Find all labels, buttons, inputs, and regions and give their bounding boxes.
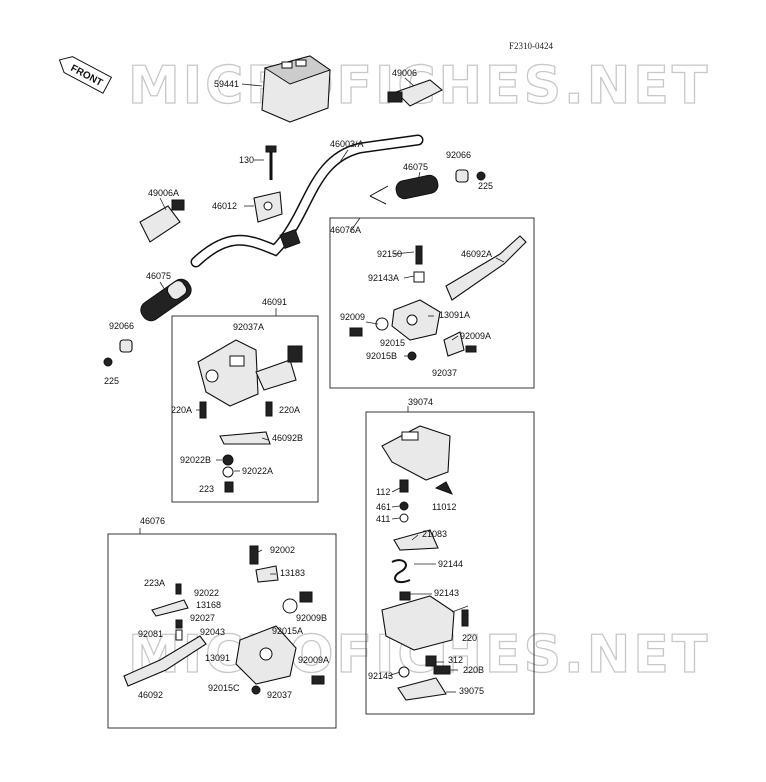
label-92002: 92002 (270, 545, 295, 555)
lever-46092a-part (445, 235, 527, 301)
label-92015-r: 92015 (380, 338, 405, 348)
label-13168: 13168 (196, 600, 221, 610)
label-46075-left: 46075 (146, 271, 171, 281)
label-59441: 59441 (214, 79, 239, 89)
screws-220a-part (199, 401, 273, 419)
end-weight-left-part (103, 339, 133, 367)
label-13091a: 13091A (439, 310, 470, 320)
label-223a: 223A (144, 578, 165, 588)
grip-46075-left-part (140, 278, 192, 322)
label-223: 223 (199, 484, 214, 494)
label-39074: 39074 (408, 397, 433, 407)
label-92037-bottom: 92037 (267, 690, 292, 700)
label-92144: 92144 (438, 559, 463, 569)
label-92066-left: 92066 (109, 321, 134, 331)
label-21083: 21083 (422, 529, 447, 539)
bracket-13091-part (235, 545, 325, 695)
label-220b: 220B (463, 665, 484, 675)
label-46012: 46012 (212, 201, 237, 211)
lever-46092-part (123, 635, 207, 687)
throttle-small-parts (391, 479, 454, 601)
switch-housing-part (197, 339, 303, 407)
label-92022b: 92022B (180, 455, 211, 465)
throttle-housing-part (381, 595, 469, 701)
label-92081: 92081 (138, 629, 163, 639)
label-13183: 13183 (280, 568, 305, 578)
label-11012: 11012 (432, 502, 456, 512)
grip-46075-right-part (369, 174, 439, 205)
label-49006: 49006 (392, 68, 417, 78)
drawing-code: F2310-0424 (509, 41, 554, 51)
label-92027: 92027 (190, 613, 215, 623)
label-46075-top: 46075 (403, 162, 428, 172)
box-46076 (107, 533, 337, 729)
label-461: 461 (376, 502, 391, 512)
switch-cover-part (261, 55, 332, 123)
label-46091: 46091 (262, 297, 287, 307)
label-92009a-bottom: 92009A (298, 655, 329, 665)
end-weight-top-part (455, 169, 486, 183)
label-46092b: 46092B (272, 433, 303, 443)
label-92037-r: 92037 (432, 368, 457, 378)
label-92066-top: 92066 (446, 150, 471, 160)
label-92022: 92022 (194, 588, 219, 598)
washers-92009-part (349, 317, 477, 361)
box-46091 (171, 315, 319, 503)
label-220a-right: 220A (279, 405, 300, 415)
label-46003a: 46003/A (330, 139, 364, 149)
label-220: 220 (462, 633, 477, 643)
label-92037a: 92037A (233, 322, 264, 332)
label-225-top: 225 (478, 181, 493, 191)
front-arrow-icon: FRONT (58, 56, 113, 94)
label-411: 411 (376, 514, 390, 524)
label-112: 112 (376, 487, 390, 497)
washers-92022-part (222, 454, 234, 493)
label-225-left: 225 (104, 376, 119, 386)
switch-small-parts (151, 583, 189, 641)
bracket-13091a-part (391, 245, 441, 341)
label-46092: 46092 (138, 690, 163, 700)
box-46076a (329, 217, 535, 389)
throttle-cover-part (381, 425, 451, 481)
label-92143: 92143 (434, 588, 459, 598)
label-46076a: 46076A (330, 225, 361, 235)
label-92009-r: 92009 (340, 312, 365, 322)
label-92143-bottom: 92143 (368, 671, 393, 681)
label-92143a: 92143A (368, 273, 399, 283)
label-49006a: 49006A (148, 188, 179, 198)
leader-lines (196, 251, 505, 693)
label-92009b: 92009B (296, 613, 327, 623)
label-92015b-r: 92015B (366, 351, 397, 361)
label-92022a: 92022A (242, 466, 273, 476)
grip-49006a-part (139, 199, 185, 243)
box-39074 (365, 411, 535, 715)
holder-part (253, 191, 283, 223)
label-13091: 13091 (205, 653, 230, 663)
label-312: 312 (448, 655, 463, 665)
grip-cover-part (387, 79, 443, 107)
handlebar-part (190, 134, 424, 268)
label-46092a: 46092A (461, 249, 492, 259)
bolt-130-part (265, 145, 277, 180)
lever-46092b-part (219, 431, 271, 445)
label-46076: 46076 (140, 516, 165, 526)
label-130: 130 (239, 155, 254, 165)
label-92015c: 92015C (208, 683, 240, 693)
label-39075: 39075 (459, 686, 484, 696)
label-92009a-r: 92009A (460, 331, 491, 341)
label-92015a: 92015A (272, 626, 303, 636)
label-92043: 92043 (200, 627, 225, 637)
label-92150: 92150 (377, 249, 402, 259)
label-220a-left: 220A (171, 405, 192, 415)
